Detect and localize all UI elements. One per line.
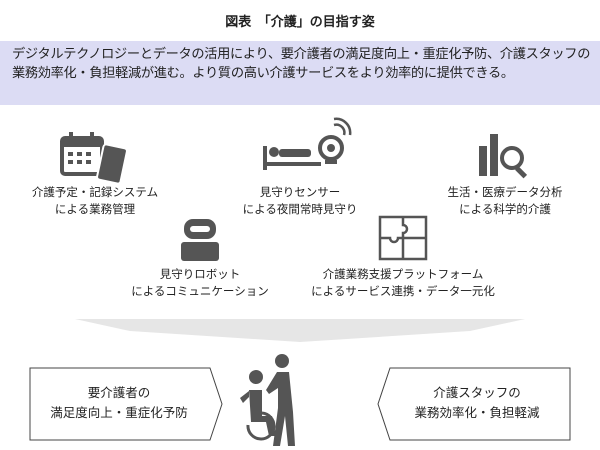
calendar-phone-icon xyxy=(60,132,128,185)
item-care-schedule-record: 介護予定・記録システム による業務管理 xyxy=(0,184,205,218)
outcome-line2: 満足度向上・重症化予防 xyxy=(50,405,188,420)
item-label-line2: による業務管理 xyxy=(54,202,136,216)
item-label-line2: による科学的介護 xyxy=(459,202,551,216)
outcome-line2: 業務効率化・負担軽減 xyxy=(414,405,540,420)
item-label-line2: によるコミュニケーション xyxy=(131,284,269,298)
intro-text: デジタルテクノロジーとデータの活用により、要介護者の満足度向上・重症化予防、介護… xyxy=(12,47,591,81)
item-data-analysis: 生活・医療データ分析 による科学的介護 xyxy=(395,184,600,218)
item-label-line1: 介護業務支援プラットフォーム xyxy=(322,267,484,281)
robot-icon xyxy=(181,219,219,261)
item-label-line1: 介護予定・記録システム xyxy=(31,185,159,199)
item-label-line2: によるサービス連携・データ一元化 xyxy=(311,284,495,298)
wheelchair-caregiver-icon xyxy=(240,354,295,446)
item-label-line1: 生活・医療データ分析 xyxy=(447,185,563,199)
item-monitoring-sensor: 見守りセンサー による夜間常時見守り xyxy=(190,184,410,218)
item-label-line1: 見守りロボット xyxy=(159,267,241,281)
sleeping-sensor-icon xyxy=(263,117,352,170)
figure-title: 図表 「介護」の目指す姿 xyxy=(225,15,375,30)
puzzle-icon xyxy=(378,215,428,261)
outcome-care-recipient: 要介護者の 満足度向上・重症化予防 xyxy=(24,383,214,423)
item-label-line1: 見守りセンサー xyxy=(259,185,341,199)
outcome-line1: 要介護者の xyxy=(87,385,151,400)
item-label-line2: による夜間常時見守り xyxy=(242,202,358,216)
outcome-care-staff: 介護スタッフの 業務効率化・負担軽減 xyxy=(382,383,572,423)
item-monitoring-robot: 見守りロボット によるコミュニケーション xyxy=(90,266,310,300)
data-analysis-icon xyxy=(479,134,528,179)
item-support-platform: 介護業務支援プラットフォーム によるサービス連携・データ一元化 xyxy=(293,266,513,300)
outcome-box-left-frame xyxy=(29,367,223,441)
outcome-line1: 介護スタッフの xyxy=(433,385,521,400)
intro-band xyxy=(0,41,600,105)
convergence-arrow xyxy=(75,319,525,342)
